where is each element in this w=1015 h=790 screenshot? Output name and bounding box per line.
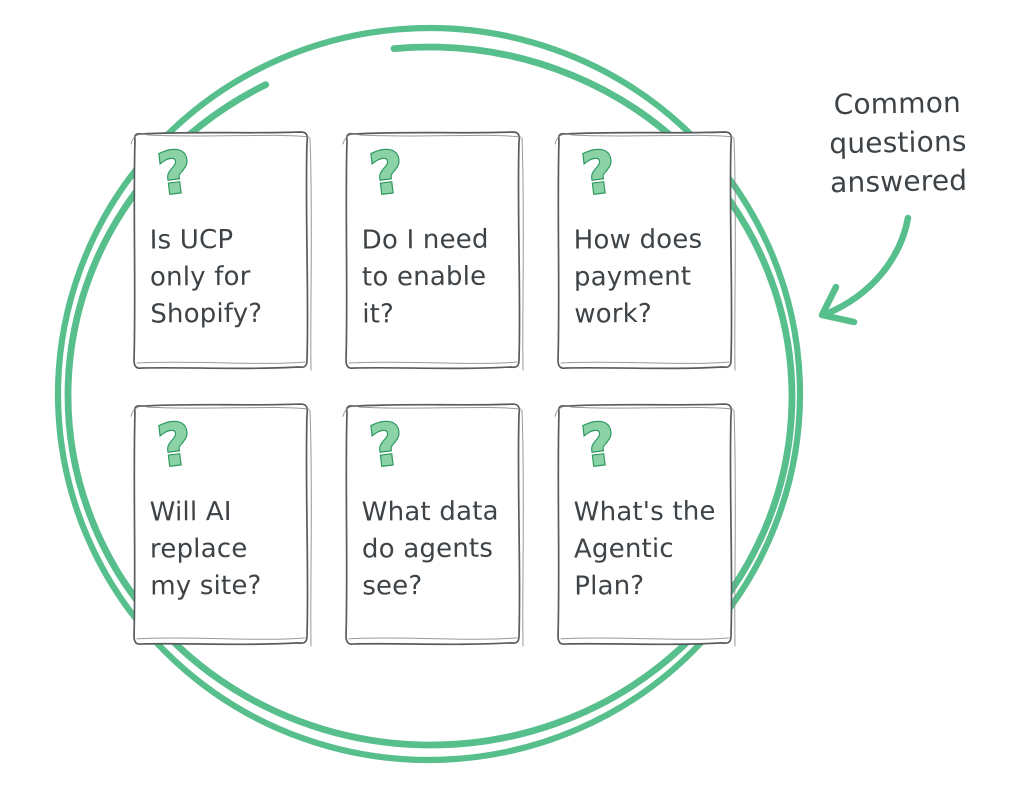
card-whats-the-agentic-plan: ? What's the Agentic Plan? [550,399,738,649]
card-sketch-border [338,399,526,649]
annotation-heading: Common questions answered [829,85,968,200]
question-text: What data do agents see? [361,496,499,602]
question-mark-glyph: ? [154,414,196,480]
card-content: ? What's the Agentic Plan? [550,399,738,605]
question-cards-grid: ? Is UCP only for Shopify? ? Do I need t… [126,127,738,649]
card-content: ? How does payment work? [550,127,738,333]
card-is-ucp-only-for-shopify: ? Is UCP only for Shopify? [126,127,314,373]
card-sketch-border [126,399,314,649]
question-mark-glyph: ? [154,142,196,208]
question-mark-icon: ? [365,142,409,208]
card-content: ? What data do agents see? [338,399,526,605]
question-mark-glyph: ? [578,414,620,480]
question-text: Do I need to enable it? [361,224,489,330]
card-will-ai-replace-my-site: ? Will AI replace my site? [126,399,314,649]
card-sketch-border [338,127,526,373]
card-sketch-border [550,399,738,649]
question-text: Will AI replace my site? [149,496,262,602]
question-mark-glyph: ? [366,414,408,480]
question-text: How does payment work? [573,224,703,330]
question-mark-glyph: ? [366,142,408,208]
card-do-i-need-to-enable-it: ? Do I need to enable it? [338,127,526,373]
question-mark-icon: ? [153,142,197,208]
circle-outer-stroke [54,24,804,764]
circle-inner-stroke [64,43,796,749]
question-mark-icon: ? [365,414,409,480]
card-how-does-payment-work: ? How does payment work? [550,127,738,373]
question-text: Is UCP only for Shopify? [149,224,263,330]
question-text: What's the Agentic Plan? [573,496,716,602]
card-content: ? Will AI replace my site? [126,399,314,605]
question-mark-icon: ? [577,414,621,480]
card-what-data-do-agents-see: ? What data do agents see? [338,399,526,649]
question-mark-glyph: ? [578,142,620,208]
card-sketch-border [126,127,314,373]
card-content: ? Is UCP only for Shopify? [126,127,314,333]
card-sketch-border [550,127,738,373]
question-mark-icon: ? [577,142,621,208]
question-mark-icon: ? [153,414,197,480]
curved-arrow-down-left-icon [818,214,912,326]
card-content: ? Do I need to enable it? [338,127,526,333]
